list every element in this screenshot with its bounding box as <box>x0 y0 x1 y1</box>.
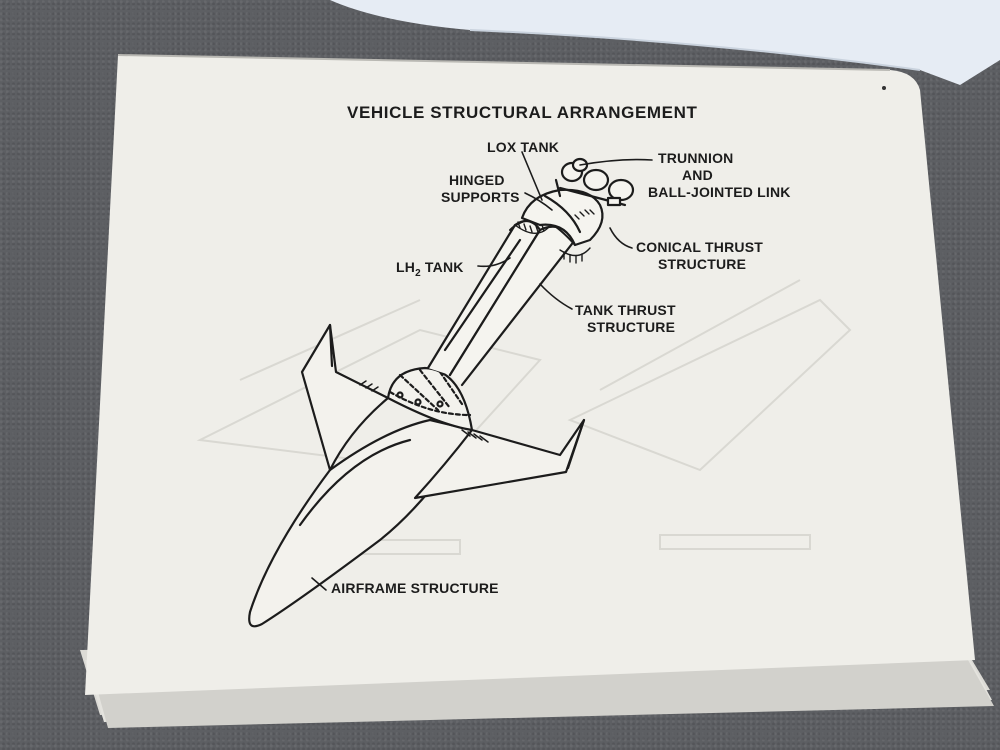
vehicle-drawing <box>248 151 653 628</box>
diagram-title: VEHICLE STRUCTURAL ARRANGEMENT <box>347 103 698 122</box>
trunnion-line-3: BALL-JOINTED LINK <box>648 184 791 200</box>
hinged-line-1: HINGED <box>449 172 505 188</box>
conical-line-1: CONICAL THRUST <box>636 239 763 255</box>
upper-sheet <box>330 0 1000 85</box>
lh2-tank-label: LH2 TANK <box>396 259 464 279</box>
airframe-structure-label: AIRFRAME STRUCTURE <box>331 580 499 596</box>
lh2-prefix: LH <box>396 259 416 275</box>
trunnion-line-2: AND <box>682 167 713 183</box>
lox-tank-label: LOX TANK <box>487 139 560 155</box>
trunnion-line-1: TRUNNION <box>658 150 734 166</box>
lox-tank <box>520 188 604 247</box>
leader-lines <box>311 151 653 591</box>
tank-thrust-line-1: TANK THRUST <box>575 302 676 318</box>
tank-thrust-line-2: STRUCTURE <box>587 319 676 335</box>
trunnion-label: TRUNNION AND BALL-JOINTED LINK <box>648 150 791 201</box>
tank-thrust-label: TANK THRUST STRUCTURE <box>575 302 676 336</box>
trunnion-assembly <box>554 157 635 207</box>
lh2-suffix: TANK <box>424 259 464 275</box>
conical-thrust-label: CONICAL THRUST STRUCTURE <box>636 239 763 273</box>
left-wing <box>300 323 390 472</box>
lh2-subscript: 2 <box>415 268 421 279</box>
hinged-line-2: SUPPORTS <box>441 189 520 205</box>
airframe-outline <box>248 418 474 628</box>
conical-line-2: STRUCTURE <box>658 256 747 272</box>
hinged-supports-label: HINGED SUPPORTS <box>441 172 520 206</box>
